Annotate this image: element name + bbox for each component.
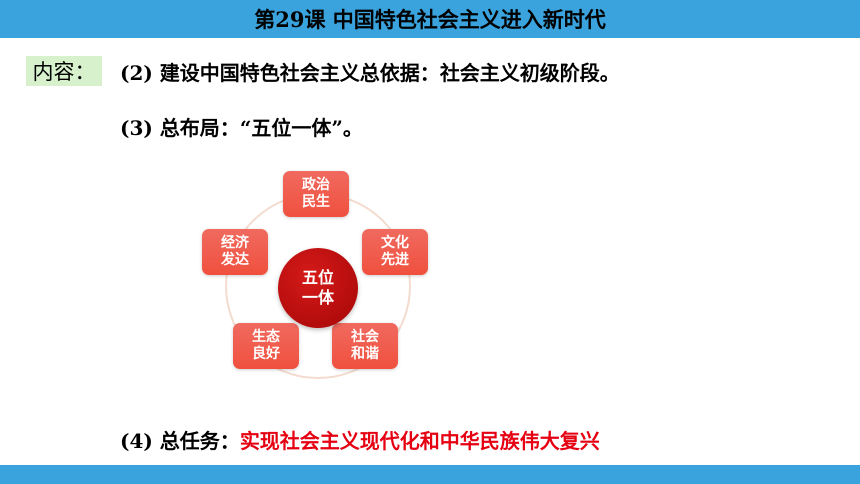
lesson-title-bar: 第29课 中国特色社会主义进入新时代 (0, 0, 860, 38)
node-politics: 政治 民生 (283, 171, 349, 217)
node-culture-line1: 文化 (381, 235, 409, 251)
center-line1: 五位 (301, 268, 334, 287)
item-4-line: (4) 总任务：实现社会主义现代化和中华民族伟大复兴 (120, 425, 600, 454)
item-2-text: 社会主义初级阶段。 (439, 61, 620, 85)
node-society-line1: 社会 (351, 329, 379, 345)
lesson-title: 第29课 中国特色社会主义进入新时代 (254, 7, 606, 32)
five-in-one-diagram: 政治 民生 文化 先进 社会 和谐 生态 良好 经济 发达 五位 一体 (190, 163, 450, 389)
item-4-highlight: 实现社会主义现代化和中华民族伟大复兴 (239, 429, 600, 453)
node-economy-line2: 发达 (221, 252, 249, 268)
item-2-line: (2) 建设中国特色社会主义总依据：社会主义初级阶段。 (120, 57, 620, 86)
item-4-prefix: (4) 总任务： (120, 429, 240, 453)
node-politics-line2: 民生 (302, 194, 330, 210)
item-3-line: (3) 总布局：“五位一体”。 (120, 112, 363, 141)
node-society-line2: 和谐 (351, 346, 379, 362)
center-circle: 五位 一体 (278, 248, 358, 328)
node-ecology-line2: 良好 (252, 346, 280, 362)
footer-bar (0, 465, 860, 484)
content-label-text: 内容： (32, 60, 96, 84)
center-line2: 一体 (301, 288, 334, 307)
node-culture: 文化 先进 (362, 229, 428, 275)
node-society: 社会 和谐 (332, 323, 398, 369)
node-economy: 经济 发达 (202, 229, 268, 275)
node-ecology: 生态 良好 (233, 323, 299, 369)
content-label: 内容： (26, 56, 102, 86)
node-ecology-line1: 生态 (252, 329, 280, 345)
item-3-text: “五位一体”。 (239, 116, 363, 140)
item-3-prefix: (3) 总布局： (120, 116, 240, 140)
node-politics-line1: 政治 (302, 177, 330, 193)
node-economy-line1: 经济 (221, 235, 249, 251)
node-culture-line2: 先进 (381, 252, 409, 268)
item-2-prefix: (2) 建设中国特色社会主义总依据： (120, 61, 440, 85)
